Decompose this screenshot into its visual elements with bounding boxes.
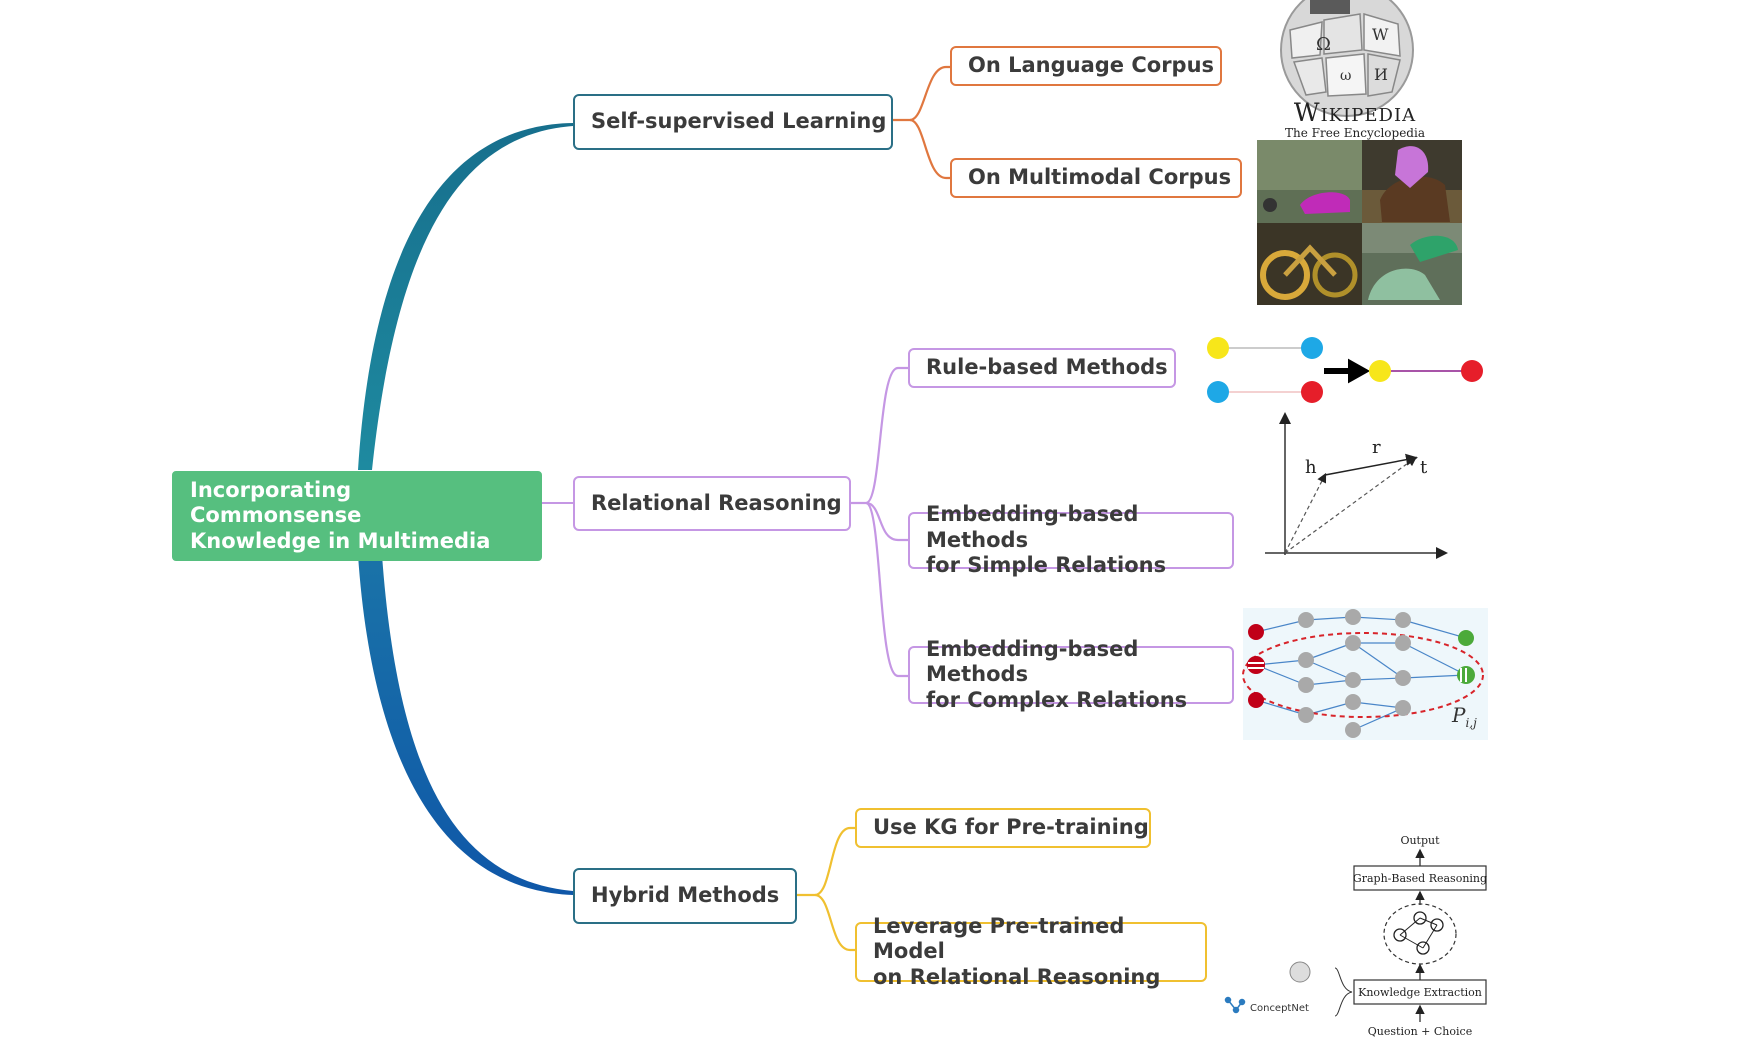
path-label: Pi,j <box>1451 703 1477 730</box>
pipeline-input-label: Question + Choice <box>1368 1025 1472 1038</box>
wikipedia-wordmark: Wikipedia The Free Encyclopedia <box>1255 98 1455 141</box>
branch-hybrid <box>358 555 573 895</box>
pipeline-graph-label: Graph-Based Reasoning <box>1353 872 1487 885</box>
topic-leverage-line2: on Relational Reasoning <box>873 964 1161 989</box>
translation-vector-illustration: h r t <box>1265 412 1448 559</box>
rule-based-illustration <box>1207 337 1483 403</box>
topic-relational-reasoning[interactable]: Relational Reasoning <box>573 476 851 531</box>
topic-embedding-complex-line1: Embedding-based Methods <box>926 636 1139 687</box>
topic-rule-based-methods[interactable]: Rule-based Methods <box>908 348 1176 388</box>
conceptnet-label: ConceptNet <box>1250 1003 1309 1014</box>
hybrid-pipeline-illustration: Output Graph-Based Reasoning Knowledge E… <box>1224 834 1487 1038</box>
topic-embedding-simple-line2: for Simple Relations <box>926 553 1167 578</box>
entity-node <box>1301 381 1323 403</box>
pipeline-extract-label: Knowledge Extraction <box>1358 986 1482 999</box>
svg-text:И: И <box>1374 65 1388 84</box>
conceptnet-icon <box>1224 996 1246 1014</box>
vector-h-label: h <box>1305 457 1317 478</box>
topic-embedding-complex-relations[interactable]: Embedding-based Methods for Complex Rela… <box>908 637 1234 712</box>
topic-use-kg-pretraining[interactable]: Use KG for Pre-training <box>855 808 1151 848</box>
arrow-icon <box>1324 358 1371 384</box>
wikipedia-globe-icon: Ω W И ω <box>1280 0 1414 117</box>
topic-on-language-corpus[interactable]: On Language Corpus <box>950 46 1222 86</box>
topic-leverage-line1: Leverage Pre-trained Model <box>873 913 1125 964</box>
entity-node <box>1369 360 1391 382</box>
svg-text:W: W <box>1372 25 1389 44</box>
topic-hybrid-methods[interactable]: Hybrid Methods <box>573 868 797 924</box>
entity-node <box>1207 337 1229 359</box>
wikipedia-tagline: The Free Encyclopedia <box>1285 126 1425 140</box>
svg-text:Ω: Ω <box>1316 34 1331 55</box>
root-topic-line2: Knowledge in Multimedia <box>190 528 491 553</box>
entity-node <box>1301 337 1323 359</box>
topic-leverage-pretrained-model[interactable]: Leverage Pre-trained Model on Relational… <box>855 914 1207 989</box>
topic-embedding-simple-relations[interactable]: Embedding-based Methods for Simple Relat… <box>908 502 1234 577</box>
entity-node <box>1207 381 1229 403</box>
topic-embedding-simple-line1: Embedding-based Methods <box>926 502 1139 552</box>
vector-r-label: r <box>1372 437 1381 458</box>
branch-self-supervised <box>358 123 573 470</box>
path-network-illustration: Pi,j <box>1242 608 1488 740</box>
entity-node <box>1461 360 1483 382</box>
svg-text:ω: ω <box>1340 68 1351 84</box>
wikipedia-title: Wikipedia <box>1293 98 1417 127</box>
topic-on-multimodal-corpus[interactable]: On Multimodal Corpus <box>950 158 1242 198</box>
vector-t-label: t <box>1420 457 1428 478</box>
root-topic[interactable]: Incorporating Commonsense Knowledge in M… <box>172 471 542 561</box>
multimodal-corpus-image <box>1257 140 1462 305</box>
topic-embedding-complex-line2: for Complex Relations <box>926 687 1188 712</box>
pipeline-output-label: Output <box>1400 834 1440 847</box>
wikipedia-small-icon <box>1289 961 1311 983</box>
topic-self-supervised-learning[interactable]: Self-supervised Learning <box>573 94 893 150</box>
root-topic-line1: Incorporating Commonsense <box>190 477 362 528</box>
